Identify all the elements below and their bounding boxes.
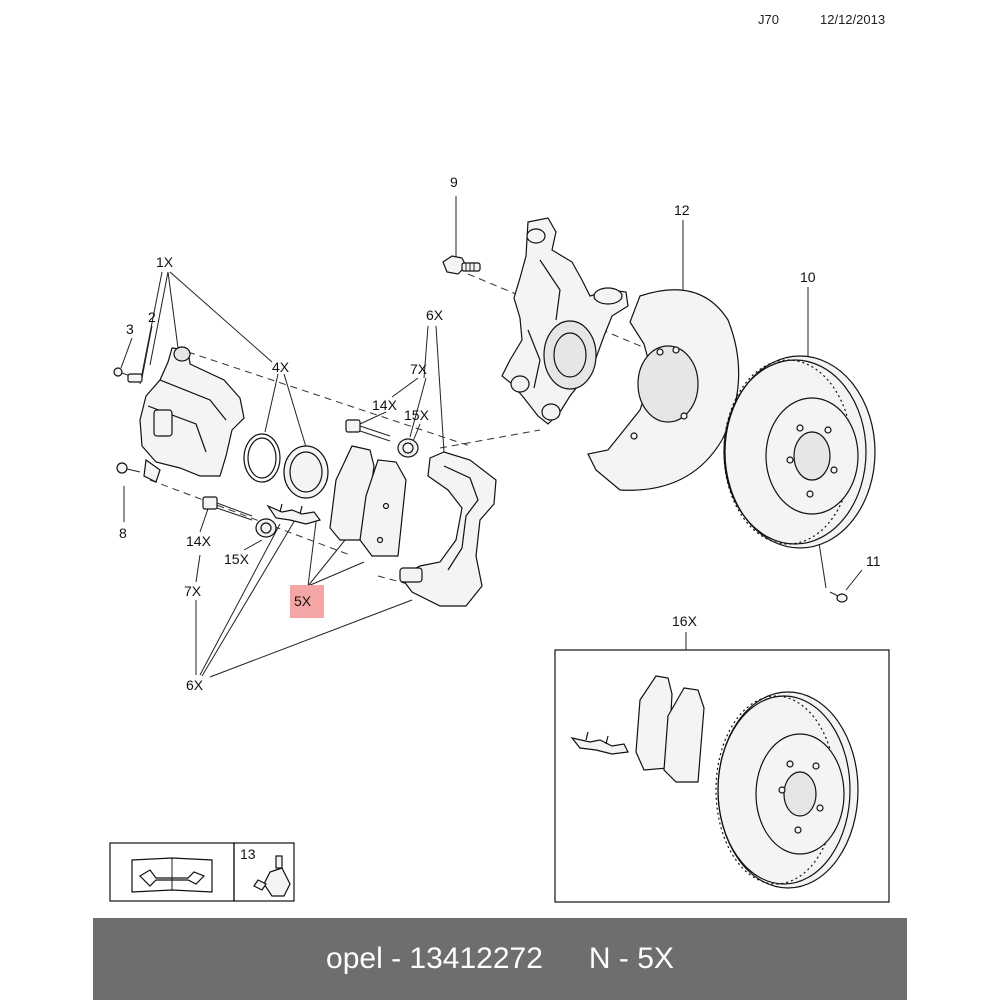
callout-6x-bottom: 6X bbox=[186, 677, 204, 693]
callout-7x-top: 7X bbox=[410, 361, 428, 377]
caliper-carrier-6x bbox=[399, 451, 497, 607]
grease-tube-icon bbox=[253, 855, 291, 897]
screw-11 bbox=[829, 591, 848, 603]
callout-13: 13 bbox=[240, 846, 256, 862]
callout-10: 10 bbox=[800, 269, 816, 285]
footer-reference: N - 5X bbox=[588, 942, 674, 975]
guide-pin-lower-14x bbox=[202, 496, 253, 521]
callout-9: 9 bbox=[450, 174, 458, 190]
callout-16x: 16X bbox=[672, 613, 698, 629]
bushing-upper-15x bbox=[397, 438, 419, 458]
guide-pin-upper-14x bbox=[345, 419, 391, 442]
callout-7x-bottom: 7X bbox=[184, 583, 202, 599]
inset-pads bbox=[635, 675, 705, 783]
footer-bar: opel - 13412272 N - 5X bbox=[93, 918, 907, 1000]
callout-14x-top: 14X bbox=[372, 397, 398, 413]
callout-6x-top: 6X bbox=[426, 307, 444, 323]
callout-8: 8 bbox=[119, 525, 127, 541]
footer-text: opel - 13412272 N - 5X bbox=[93, 918, 907, 1000]
pad-clips-5x bbox=[266, 503, 322, 525]
bolt-9 bbox=[442, 255, 481, 275]
caliper-body-1x bbox=[139, 346, 245, 483]
highlight-box-5x bbox=[290, 585, 324, 618]
callout-14x-bottom: 14X bbox=[186, 533, 212, 549]
footer-part-number: opel - 13412272 bbox=[326, 942, 543, 975]
callout-3: 3 bbox=[126, 321, 134, 337]
splash-shield-12 bbox=[587, 289, 740, 491]
steering-knuckle bbox=[501, 217, 629, 425]
callout-15x-bottom: 15X bbox=[224, 551, 250, 567]
axis-lower-carrier bbox=[377, 575, 431, 591]
open-book-wrench-icon bbox=[131, 857, 213, 893]
callout-2: 2 bbox=[148, 309, 156, 325]
callout-4x: 4X bbox=[272, 359, 290, 375]
callout-5x: 5X bbox=[294, 593, 312, 609]
bushing-lower-15x bbox=[255, 518, 277, 538]
axis-carrier-knuckle bbox=[439, 429, 541, 449]
bleeder-screws-2-3 bbox=[113, 367, 143, 383]
callout-12: 12 bbox=[674, 202, 690, 218]
axis-upper-pin bbox=[187, 351, 471, 447]
brake-disc-10 bbox=[723, 355, 876, 549]
piston-seals-4x bbox=[243, 433, 329, 499]
diagram-date: 12/12/2013 bbox=[820, 12, 886, 27]
brake-pad-outer bbox=[359, 459, 407, 557]
callout-1x: 1X bbox=[156, 254, 174, 270]
callout-labels: 9 12 10 1X 3 2 4X 6X 7X 14X 15X 8 14X 15… bbox=[119, 174, 881, 693]
lubricant-box bbox=[233, 842, 295, 902]
leader-lines bbox=[120, 196, 863, 678]
inset-brake-disc bbox=[715, 691, 859, 889]
bolt-8 bbox=[116, 462, 141, 474]
inset-box-16x bbox=[554, 649, 890, 903]
diagram-code: J70 bbox=[758, 12, 779, 27]
callout-15x-top: 15X bbox=[404, 407, 430, 423]
callout-11: 11 bbox=[866, 553, 881, 569]
inset-clips bbox=[570, 731, 629, 755]
